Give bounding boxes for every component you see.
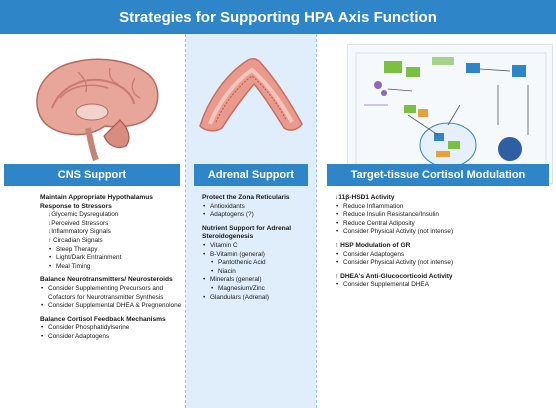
bullet-list: Consider PhosphatidylserineConsider Adap… bbox=[40, 324, 182, 341]
cns-content: Maintain Appropriate Hypothalamus Respon… bbox=[40, 194, 182, 342]
list-item: ↓Inflammatory Signals bbox=[48, 228, 111, 236]
bullet-list: Reduce InflammationReduce Insulin Resist… bbox=[335, 203, 555, 237]
adrenal-column: Adrenal Support Protect the Zona Reticul… bbox=[186, 34, 316, 408]
list-item: Meal Timing bbox=[40, 263, 182, 272]
list-item: Niacin bbox=[202, 268, 314, 277]
list-item: Pantothenic Acid bbox=[202, 259, 314, 268]
list-item: Glandulars (Adrenal) bbox=[202, 294, 314, 303]
list-item: Antioxidants bbox=[202, 203, 314, 212]
list-item: Consider Adaptogens bbox=[40, 333, 182, 342]
list-item: ↓Perceived Stressors bbox=[48, 219, 109, 227]
cns-column: CNS Support Maintain Appropriate Hypotha… bbox=[0, 34, 186, 408]
target-header: Target-tissue Cortisol Modulation bbox=[327, 164, 549, 186]
list-item: Reduce Central Adiposity bbox=[335, 220, 555, 229]
list-item: Consider Physical Activity (not intense) bbox=[335, 228, 555, 237]
adrenal-gland-illustration bbox=[199, 57, 303, 132]
section-heading: ↑ DHEA's Anti-Glucocorticoid Activity bbox=[335, 272, 453, 280]
section-heading: ↓11β-HSD1 Activity bbox=[335, 194, 395, 201]
list-item: Consider Supplemental DHEA bbox=[335, 281, 555, 290]
list-item: Consider Supplementing Precursors and Co… bbox=[40, 285, 182, 302]
bullet-list: AntioxidantsAdaptogens (?) bbox=[202, 203, 314, 220]
target-content: ↓11β-HSD1 ActivityReduce InflammationRed… bbox=[335, 194, 555, 290]
adrenal-header: Adrenal Support bbox=[194, 164, 308, 186]
pathway-diagram bbox=[355, 52, 547, 178]
list-item: B-Vitamin (general) bbox=[202, 251, 314, 260]
page-title: Strategies for Supporting HPA Axis Funct… bbox=[0, 0, 556, 34]
section-heading: Balance Cortisol Feedback Mechanisms bbox=[40, 315, 166, 323]
list-item: Consider Adaptogens bbox=[335, 251, 555, 260]
list-item: Adaptogens (?) bbox=[202, 211, 314, 220]
section-heading: Balance Neurotransmitters/ Neurosteroids bbox=[40, 276, 173, 284]
list-item: Consider Physical Activity (not intense) bbox=[335, 259, 555, 268]
bullet-list: ↓Glycemic Dysregulation↓Perceived Stress… bbox=[40, 211, 182, 271]
list-item: Magnesium/Zinc bbox=[202, 285, 314, 294]
section-heading: ↑ HSP Modulation of GR bbox=[335, 241, 411, 249]
list-item: Minerals (general) bbox=[202, 276, 314, 285]
adrenal-content: Protect the Zona ReticularisAntioxidants… bbox=[202, 194, 314, 302]
list-item: Consider Phosphatidylserine bbox=[40, 324, 182, 333]
section-heading: Protect the Zona Reticularis bbox=[202, 194, 290, 201]
list-item: Light/Dark Entrainment bbox=[40, 254, 182, 263]
list-item: Reduce Insulin Resistance/Insulin bbox=[335, 211, 555, 220]
list-item: ↓Glycemic Dysregulation bbox=[48, 211, 119, 219]
list-item: Vitamin C bbox=[202, 242, 314, 251]
bullet-list: Consider AdaptogensConsider Physical Act… bbox=[335, 251, 555, 268]
bullet-list: Consider Supplemental DHEA bbox=[335, 281, 555, 290]
section-heading: Maintain Appropriate Hypothalamus Respon… bbox=[40, 194, 153, 210]
brain-illustration bbox=[36, 58, 159, 162]
cell-pathway-illustration bbox=[347, 44, 553, 184]
list-item: Sleep Therapy bbox=[40, 246, 182, 255]
bullet-list: Vitamin CB-Vitamin (general)Pantothenic … bbox=[202, 242, 314, 302]
list-item: Reduce Inflammation bbox=[335, 203, 555, 212]
section-heading: Nutrient Support for Adrenal Steroidogen… bbox=[202, 224, 292, 241]
bullet-list: Consider Supplementing Precursors and Co… bbox=[40, 285, 182, 311]
list-item: ↑ Circadian Signals bbox=[48, 236, 103, 244]
cns-header: CNS Support bbox=[4, 164, 180, 186]
target-column: Target-tissue Cortisol Modulation ↓11β-H… bbox=[316, 34, 556, 408]
list-item: Consider Supplemental DHEA & Pregnenolon… bbox=[40, 302, 182, 311]
